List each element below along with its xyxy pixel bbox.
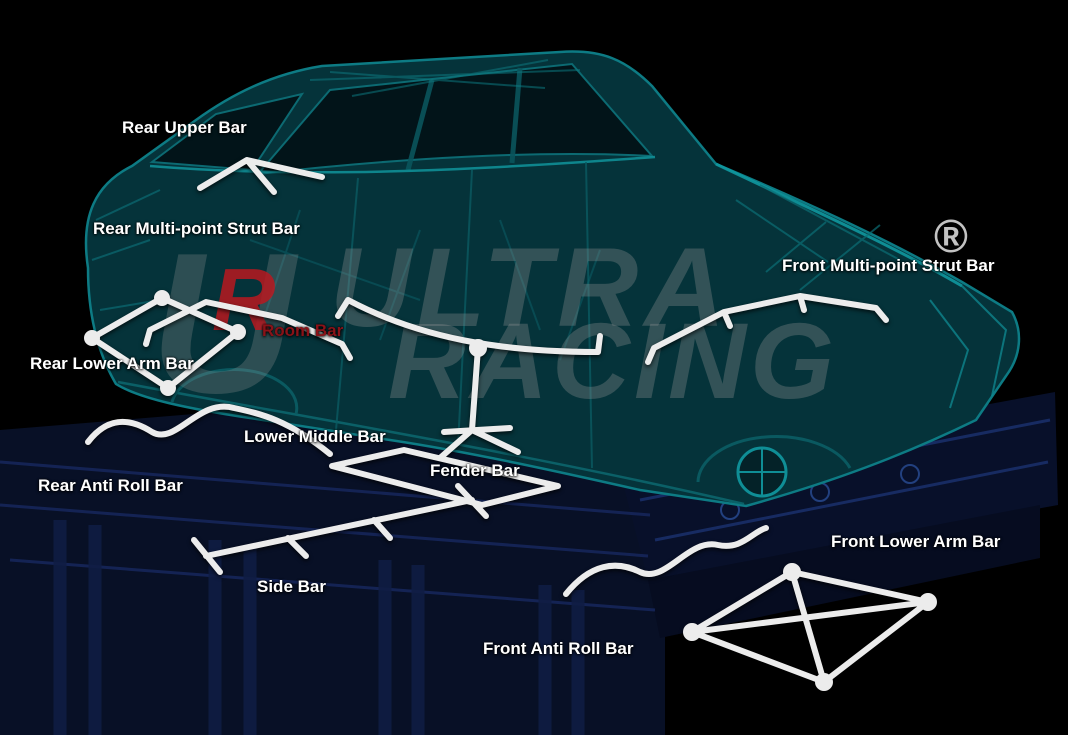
rear-lower-arm-bar-part: [84, 290, 246, 396]
label-room-bar: Room Bar: [262, 321, 344, 340]
label-rear-upper-bar: Rear Upper Bar: [122, 118, 247, 137]
front-anti-roll-bar-part: [563, 525, 769, 597]
label-front-anti-roll-bar: Front Anti Roll Bar: [483, 639, 634, 658]
base-frame: [0, 392, 1058, 735]
label-front-multi-point-strut-bar: Front Multi-point Strut Bar: [782, 256, 995, 275]
label-rear-lower-arm-bar: Rear Lower Arm Bar: [30, 354, 194, 373]
registered-trademark-icon: ®: [934, 210, 968, 262]
watermark-ultra-text: ULTRA: [330, 225, 731, 350]
fender-bar-part: [437, 339, 521, 461]
rear-upper-bar-part: [197, 157, 325, 195]
front-multi-point-strut-bar-part: [645, 293, 889, 365]
label-front-lower-arm-bar: Front Lower Arm Bar: [831, 532, 1001, 551]
label-rear-anti-roll-bar: Rear Anti Roll Bar: [38, 476, 183, 495]
side-bar-part: [191, 483, 489, 575]
front-lower-arm-bar-part: [683, 563, 937, 691]
label-rear-multi-point-strut-bar: Rear Multi-point Strut Bar: [93, 219, 300, 238]
rear-anti-roll-bar-part: [85, 403, 333, 457]
label-side-bar: Side Bar: [257, 577, 326, 596]
room-bar-part: [335, 297, 603, 355]
label-lower-middle-bar: Lower Middle Bar: [244, 427, 386, 446]
strut-bars: [84, 157, 937, 691]
rear-multi-point-strut-bar-part: [143, 299, 353, 361]
lower-middle-bar-part: [329, 447, 561, 508]
label-fender-bar: Fender Bar: [430, 461, 520, 480]
brand-watermark: U R ULTRA RACING ®: [150, 210, 968, 435]
watermark-racing-text: RACING: [388, 300, 838, 421]
